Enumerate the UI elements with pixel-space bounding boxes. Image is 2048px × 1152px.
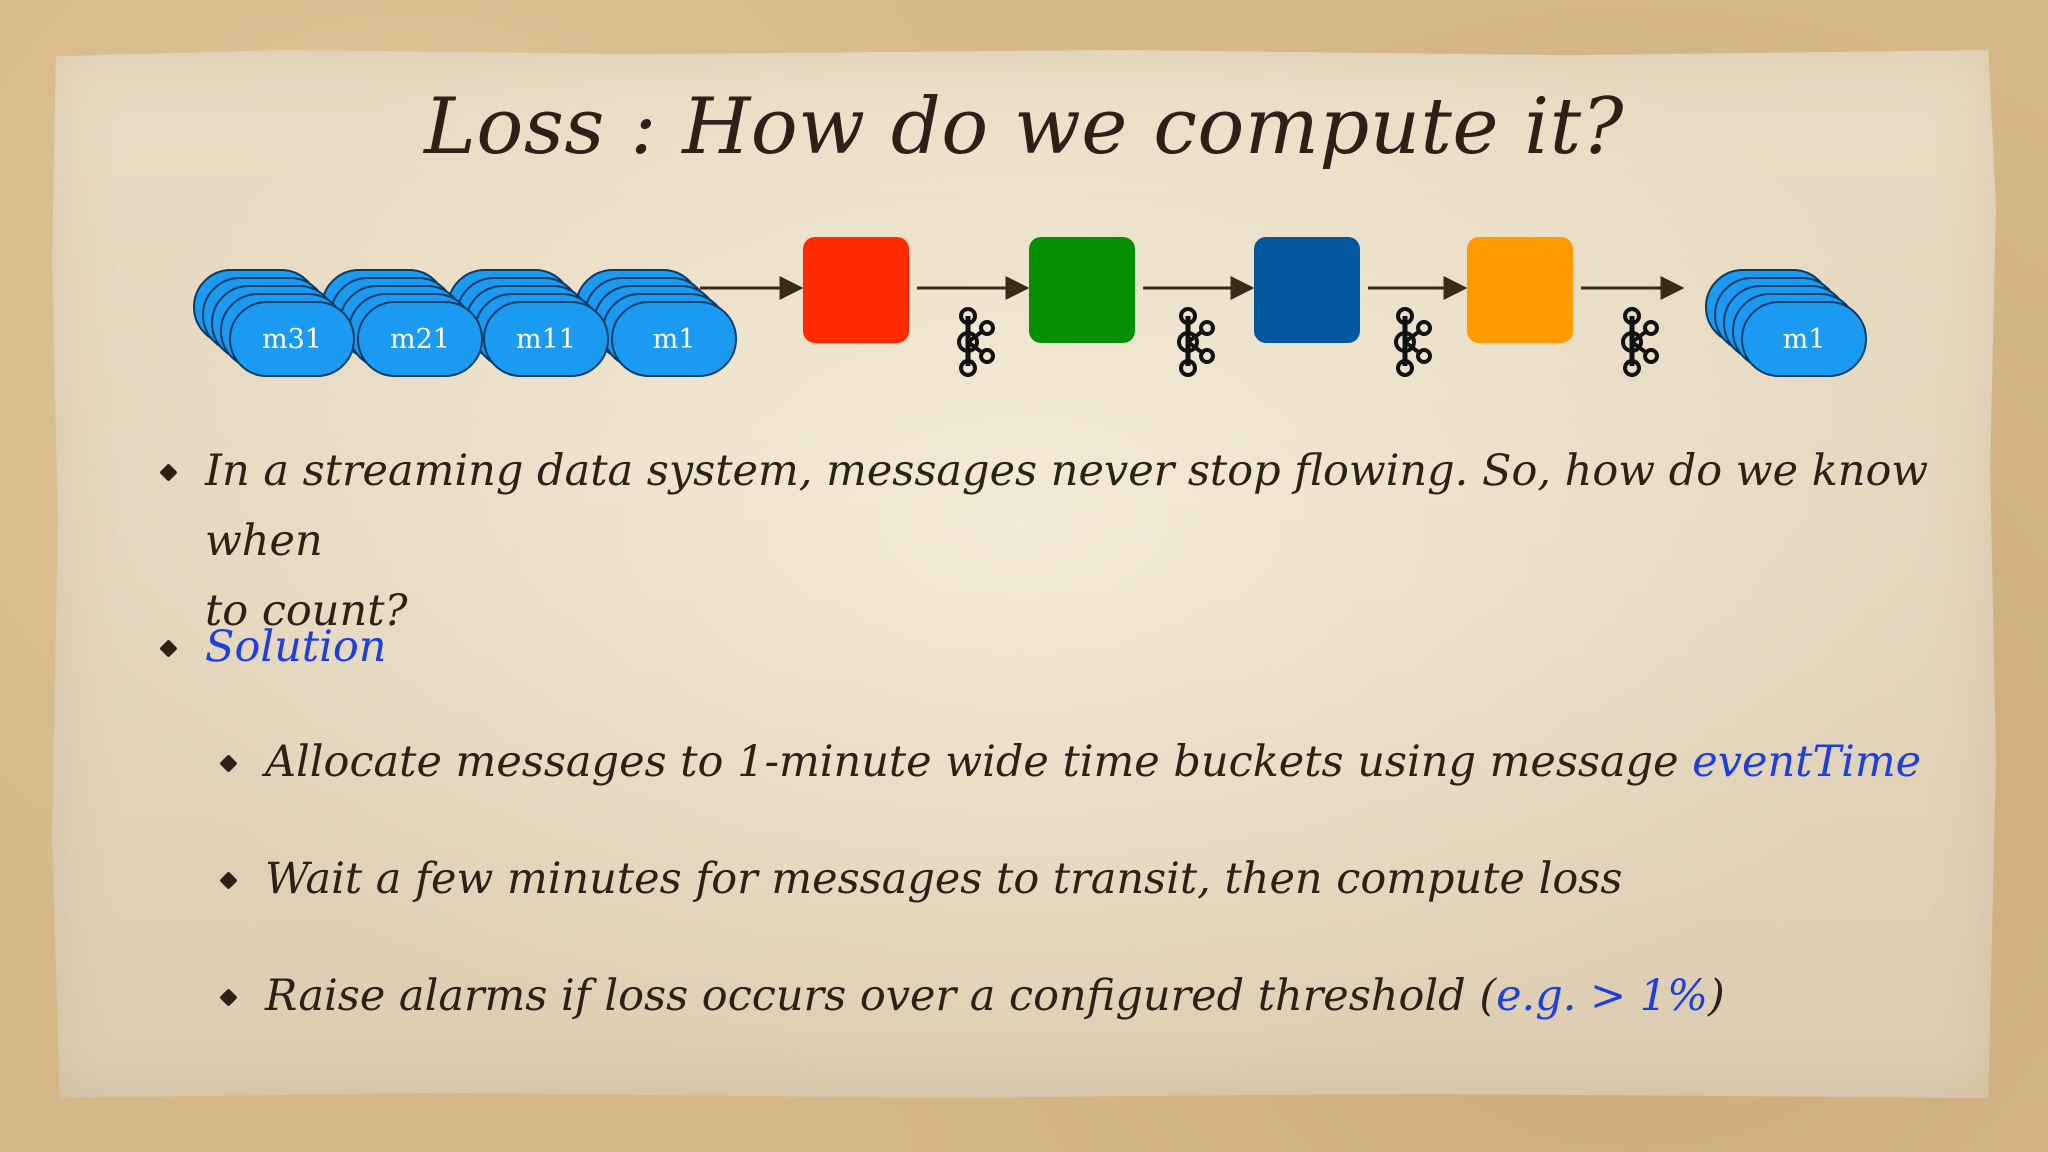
kafka-node xyxy=(979,320,995,336)
kafka-node xyxy=(1396,307,1414,325)
output-group-label: m1 xyxy=(1783,324,1826,355)
message-group-1-label: m21 xyxy=(390,324,450,355)
kafka-node xyxy=(1623,359,1641,377)
bullet-marker xyxy=(159,463,178,482)
message-group-1-stack: m21 xyxy=(321,269,483,377)
kafka-node xyxy=(959,359,977,377)
stage-orange xyxy=(1467,237,1573,343)
kafka-node xyxy=(1416,320,1432,336)
bullet-streaming-line2: to count? xyxy=(205,586,408,636)
bullet-marker xyxy=(159,639,178,658)
event-time-highlight: eventTime xyxy=(1692,737,1922,787)
bullet-solution: Solution xyxy=(159,612,1962,682)
sub-bullet-alarm-close: ) xyxy=(1708,971,1725,1021)
kafka-node xyxy=(957,331,979,353)
kafka-icon xyxy=(1177,307,1215,377)
paper-slide xyxy=(52,50,1996,1098)
bullet-streaming-line1: In a streaming data system, messages nev… xyxy=(205,446,1929,566)
message-group-0-label: m31 xyxy=(262,324,322,355)
kafka-node xyxy=(1643,320,1659,336)
kafka-node xyxy=(1177,331,1199,353)
bullet-streaming: In a streaming data system, messages nev… xyxy=(159,436,1962,646)
sub-bullet-allocate-text: Allocate messages to 1-minute wide time … xyxy=(265,737,1693,787)
kafka-icon xyxy=(957,307,995,377)
slide-title: Loss : How do we compute it? xyxy=(424,82,1624,172)
kafka-icon xyxy=(1621,307,1659,377)
bullet-marker xyxy=(219,754,238,773)
kafka-node xyxy=(1621,331,1643,353)
sub-bullet-wait-text: Wait a few minutes for messages to trans… xyxy=(265,854,1623,904)
kafka-icon xyxy=(1394,307,1432,377)
sub-bullet-alarm-text: Raise alarms if loss occurs over a confi… xyxy=(265,971,1497,1021)
message-pill xyxy=(357,301,483,377)
kafka-node xyxy=(1199,320,1215,336)
stage-green xyxy=(1029,237,1135,343)
kafka-node xyxy=(1394,331,1416,353)
kafka-node xyxy=(959,307,977,325)
bullet-marker xyxy=(219,871,238,890)
kafka-node xyxy=(1179,307,1197,325)
kafka-node xyxy=(1199,348,1215,364)
message-pill xyxy=(483,301,609,377)
sub-bullet-allocate: Allocate messages to 1-minute wide time … xyxy=(219,732,1982,792)
message-group-3-label: m1 xyxy=(653,324,696,355)
kafka-node xyxy=(1643,348,1659,364)
output-group-stack: m1 xyxy=(1705,269,1867,377)
kafka-node xyxy=(1623,307,1641,325)
threshold-highlight: e.g. > 1% xyxy=(1496,971,1709,1021)
sub-bullet-wait: Wait a few minutes for messages to trans… xyxy=(219,849,1982,909)
stage-blue xyxy=(1254,237,1360,343)
kafka-node xyxy=(1396,359,1414,377)
message-group-0-stack: m31 xyxy=(193,269,355,377)
bullet-solution-text: Solution xyxy=(205,622,387,672)
kafka-node xyxy=(1416,348,1432,364)
stage-red xyxy=(803,237,909,343)
message-pill xyxy=(1741,301,1867,377)
sub-bullet-alarm: Raise alarms if loss occurs over a confi… xyxy=(219,966,1982,1026)
kafka-node xyxy=(1179,359,1197,377)
message-group-2-label: m11 xyxy=(516,324,576,355)
message-pill xyxy=(611,301,737,377)
message-pill xyxy=(229,301,355,377)
kafka-node xyxy=(979,348,995,364)
bullet-marker xyxy=(219,988,238,1007)
